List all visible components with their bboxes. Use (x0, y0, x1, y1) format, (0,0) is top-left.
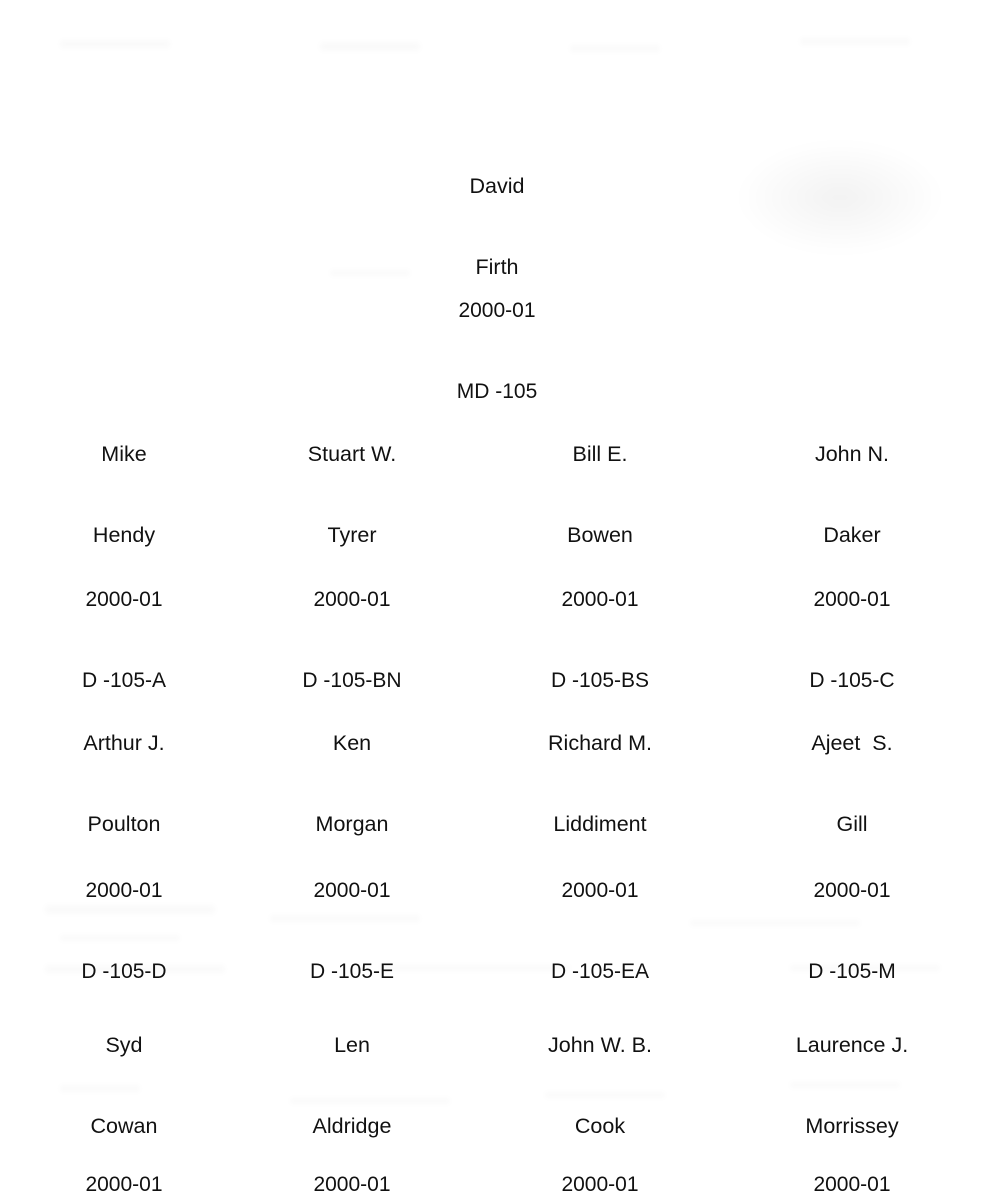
node-code-line1: 2000-01 (85, 588, 163, 611)
node-code-line1: 2000-01 (85, 1173, 163, 1196)
node-code-line2: MD -105 (456, 380, 538, 403)
node-name: Len Aldridge (232, 978, 472, 1194)
node-code: 2000-01 D -105-SW (480, 1117, 720, 1197)
node-code-line1: 2000-01 (561, 1173, 639, 1196)
node-name-line2: Cook (574, 1114, 626, 1138)
node-name: Arthur J. Poulton (4, 676, 244, 892)
node-name-line1: Stuart W. (307, 442, 397, 466)
node-name-root: David Firth (377, 119, 617, 335)
node-code: 2000-01 D -105-NE (4, 1117, 244, 1197)
node-code: 2000-01 D -105-M (732, 823, 972, 1039)
node-name: Ajeet S. Gill (732, 676, 972, 892)
node-name-line2: Gill (836, 812, 868, 836)
scan-shadow (735, 140, 945, 255)
node-code-line1: 2000-01 (313, 1173, 391, 1196)
node-name-line1: John W. B. (548, 1033, 652, 1057)
node-name-line2: Hendy (92, 523, 156, 547)
node-code: 2000-01 D -105-BN (232, 532, 472, 748)
node-name-line2: Aldridge (312, 1114, 392, 1138)
node-name-line1: David (469, 174, 525, 198)
node-code-line1: 2000-01 (561, 588, 639, 611)
node-name-line1: John N. (814, 442, 890, 466)
node-name-line1: Laurence J. (795, 1033, 909, 1057)
node-name-line2: Tyrer (327, 523, 377, 547)
node-name: Syd Cowan (4, 978, 244, 1194)
node-code: 2000-01 D -105-D (4, 823, 244, 1039)
scan-artifact (320, 42, 420, 51)
node-name-line1: Len (334, 1033, 370, 1057)
node-code-line2: D -105-EA (550, 960, 650, 983)
node-code-line1: 2000-01 (313, 879, 391, 902)
node-name: John N. Daker (732, 387, 972, 603)
node-code-line2: D -105-A (81, 669, 167, 692)
scan-artifact (60, 40, 170, 48)
node-name-line2: Morrissey (805, 1114, 899, 1138)
node-name-line1: Arthur J. (83, 731, 165, 755)
node-code-line2: D -105-E (309, 960, 395, 983)
node-name-line2: Poulton (87, 812, 161, 836)
node-name: Ken Morgan (232, 676, 472, 892)
node-name: Mike Hendy (4, 387, 244, 603)
node-name: Laurence J. Morrissey (732, 978, 972, 1194)
node-code: 2000-01 D -105-SE (232, 1117, 472, 1197)
node-name-line2: Daker (823, 523, 881, 547)
node-code: 2000-01 D -105-BS (480, 532, 720, 748)
node-name: John W. B. Cook (480, 978, 720, 1194)
node-name-line1: Syd (105, 1033, 143, 1057)
scan-artifact (570, 45, 660, 52)
scan-artifact (800, 38, 910, 45)
node-code-line1: 2000-01 (458, 299, 536, 322)
node-name-line2: Bowen (567, 523, 633, 547)
node-code-line1: 2000-01 (813, 1173, 891, 1196)
node-code-line2: D -105-M (808, 960, 896, 983)
node-name-line2: Cowan (90, 1114, 158, 1138)
node-code: 2000-01 D -105-W (732, 1117, 972, 1197)
node-name-line2: Morgan (315, 812, 389, 836)
node-code-line2: D -105-C (809, 669, 895, 692)
node-name-line1: Richard M. (548, 731, 652, 755)
node-code: 2000-01 D -105-E (232, 823, 472, 1039)
node-name-line2: Firth (475, 255, 519, 279)
node-code-line1: 2000-01 (561, 879, 639, 902)
node-code-root: 2000-01 MD -105 (377, 243, 617, 459)
node-code-line1: 2000-01 (85, 879, 163, 902)
node-name-line2: Liddiment (553, 812, 647, 836)
node-code: 2000-01 D -105-EA (480, 823, 720, 1039)
node-name: Richard M. Liddiment (480, 676, 720, 892)
node-name: Stuart W. Tyrer (232, 387, 472, 603)
node-code-line2: D -105-BN (302, 669, 402, 692)
node-code: 2000-01 D -105-C (732, 532, 972, 748)
node-name-line1: Mike (101, 442, 147, 466)
node-name-line1: Ajeet S. (811, 731, 893, 755)
node-name-line1: Ken (332, 731, 372, 755)
node-code: 2000-01 D -105-A (4, 532, 244, 748)
node-code-line2: D -105-BS (550, 669, 650, 692)
node-code-line1: 2000-01 (313, 588, 391, 611)
node-code-line1: 2000-01 (813, 588, 891, 611)
node-name: Bill E. Bowen (480, 387, 720, 603)
node-code-line2: D -105-D (81, 960, 167, 983)
node-name-line1: Bill E. (572, 442, 628, 466)
node-code-line1: 2000-01 (813, 879, 891, 902)
